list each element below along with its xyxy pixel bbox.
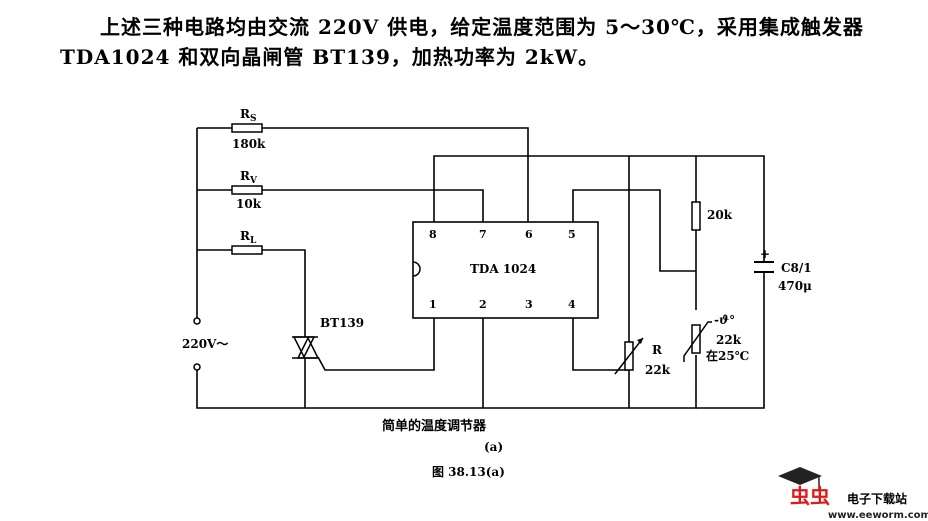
- capacitor-label: C8/1: [781, 261, 812, 275]
- intro-paragraph: 上述三种电路均由交流 220V 供电，给定温度范围为 5～30℃，采用集成触发器…: [60, 12, 920, 72]
- rs-value: 180k: [232, 137, 266, 151]
- ic-tda1024: TDA 1024 8 7 6 5 1 2 3 4: [412, 221, 599, 319]
- intro-line-2: TDA1024 和双向晶闸管 BT139，加热功率为 2kW。: [60, 45, 600, 69]
- resistor-20k: [691, 201, 701, 231]
- ntc-thermistor: [683, 321, 712, 362]
- watermark-brand: 虫虫: [790, 484, 830, 508]
- pin-4: 4: [568, 298, 576, 311]
- pot-value: 22k: [645, 363, 671, 377]
- pin-1: 1: [429, 298, 437, 311]
- pot-label: R: [652, 343, 663, 357]
- rv-value: 10k: [236, 197, 262, 211]
- rv-label: RV: [240, 169, 258, 186]
- resistor-rl: [231, 245, 263, 255]
- supply-label: 220V～: [182, 337, 228, 351]
- supply-terminal-bottom: [193, 363, 201, 371]
- wires: [196, 127, 765, 409]
- diagram-subcaption: (a): [484, 440, 503, 454]
- pin-8: 8: [429, 228, 437, 241]
- r20k-value: 20k: [707, 208, 733, 222]
- pin-5: 5: [568, 228, 576, 241]
- ntc-condition: 在25℃: [706, 348, 749, 363]
- pin-2: 2: [479, 298, 487, 311]
- pin-3: 3: [525, 298, 533, 311]
- watermark: 虫虫 电子下载站 www.eeworm.com: [778, 467, 928, 521]
- supply-terminal-top: [193, 317, 201, 325]
- diagram-caption: 简单的温度调节器: [382, 418, 487, 434]
- pin-7: 7: [479, 228, 487, 241]
- graduation-cap-icon: [778, 467, 822, 485]
- ntc-value: 22k: [716, 333, 742, 347]
- resistor-rs: [231, 123, 263, 133]
- watermark-url: www.eeworm.com: [828, 510, 928, 521]
- rs-label: RS: [240, 107, 256, 124]
- potentiometer-r: [614, 337, 644, 375]
- resistor-rv: [231, 185, 263, 195]
- figure-id: 图 38.13(a): [432, 465, 505, 479]
- watermark-site-name: 电子下载站: [847, 491, 907, 506]
- capacitor-value: 470μ: [778, 279, 812, 293]
- ic-name: TDA 1024: [470, 262, 536, 276]
- capacitor-plus: +: [760, 247, 770, 261]
- triac-label: BT139: [320, 316, 364, 330]
- intro-line-1: 上述三种电路均由交流 220V 供电，给定温度范围为 5～30℃，采用集成触发器: [100, 15, 864, 39]
- rl-label: RL: [240, 229, 257, 246]
- pin-6: 6: [525, 228, 533, 241]
- capacitor-c8: +: [754, 247, 774, 273]
- triac-bt139: [292, 336, 320, 359]
- ntc-symbol: -ϑ°: [714, 313, 735, 327]
